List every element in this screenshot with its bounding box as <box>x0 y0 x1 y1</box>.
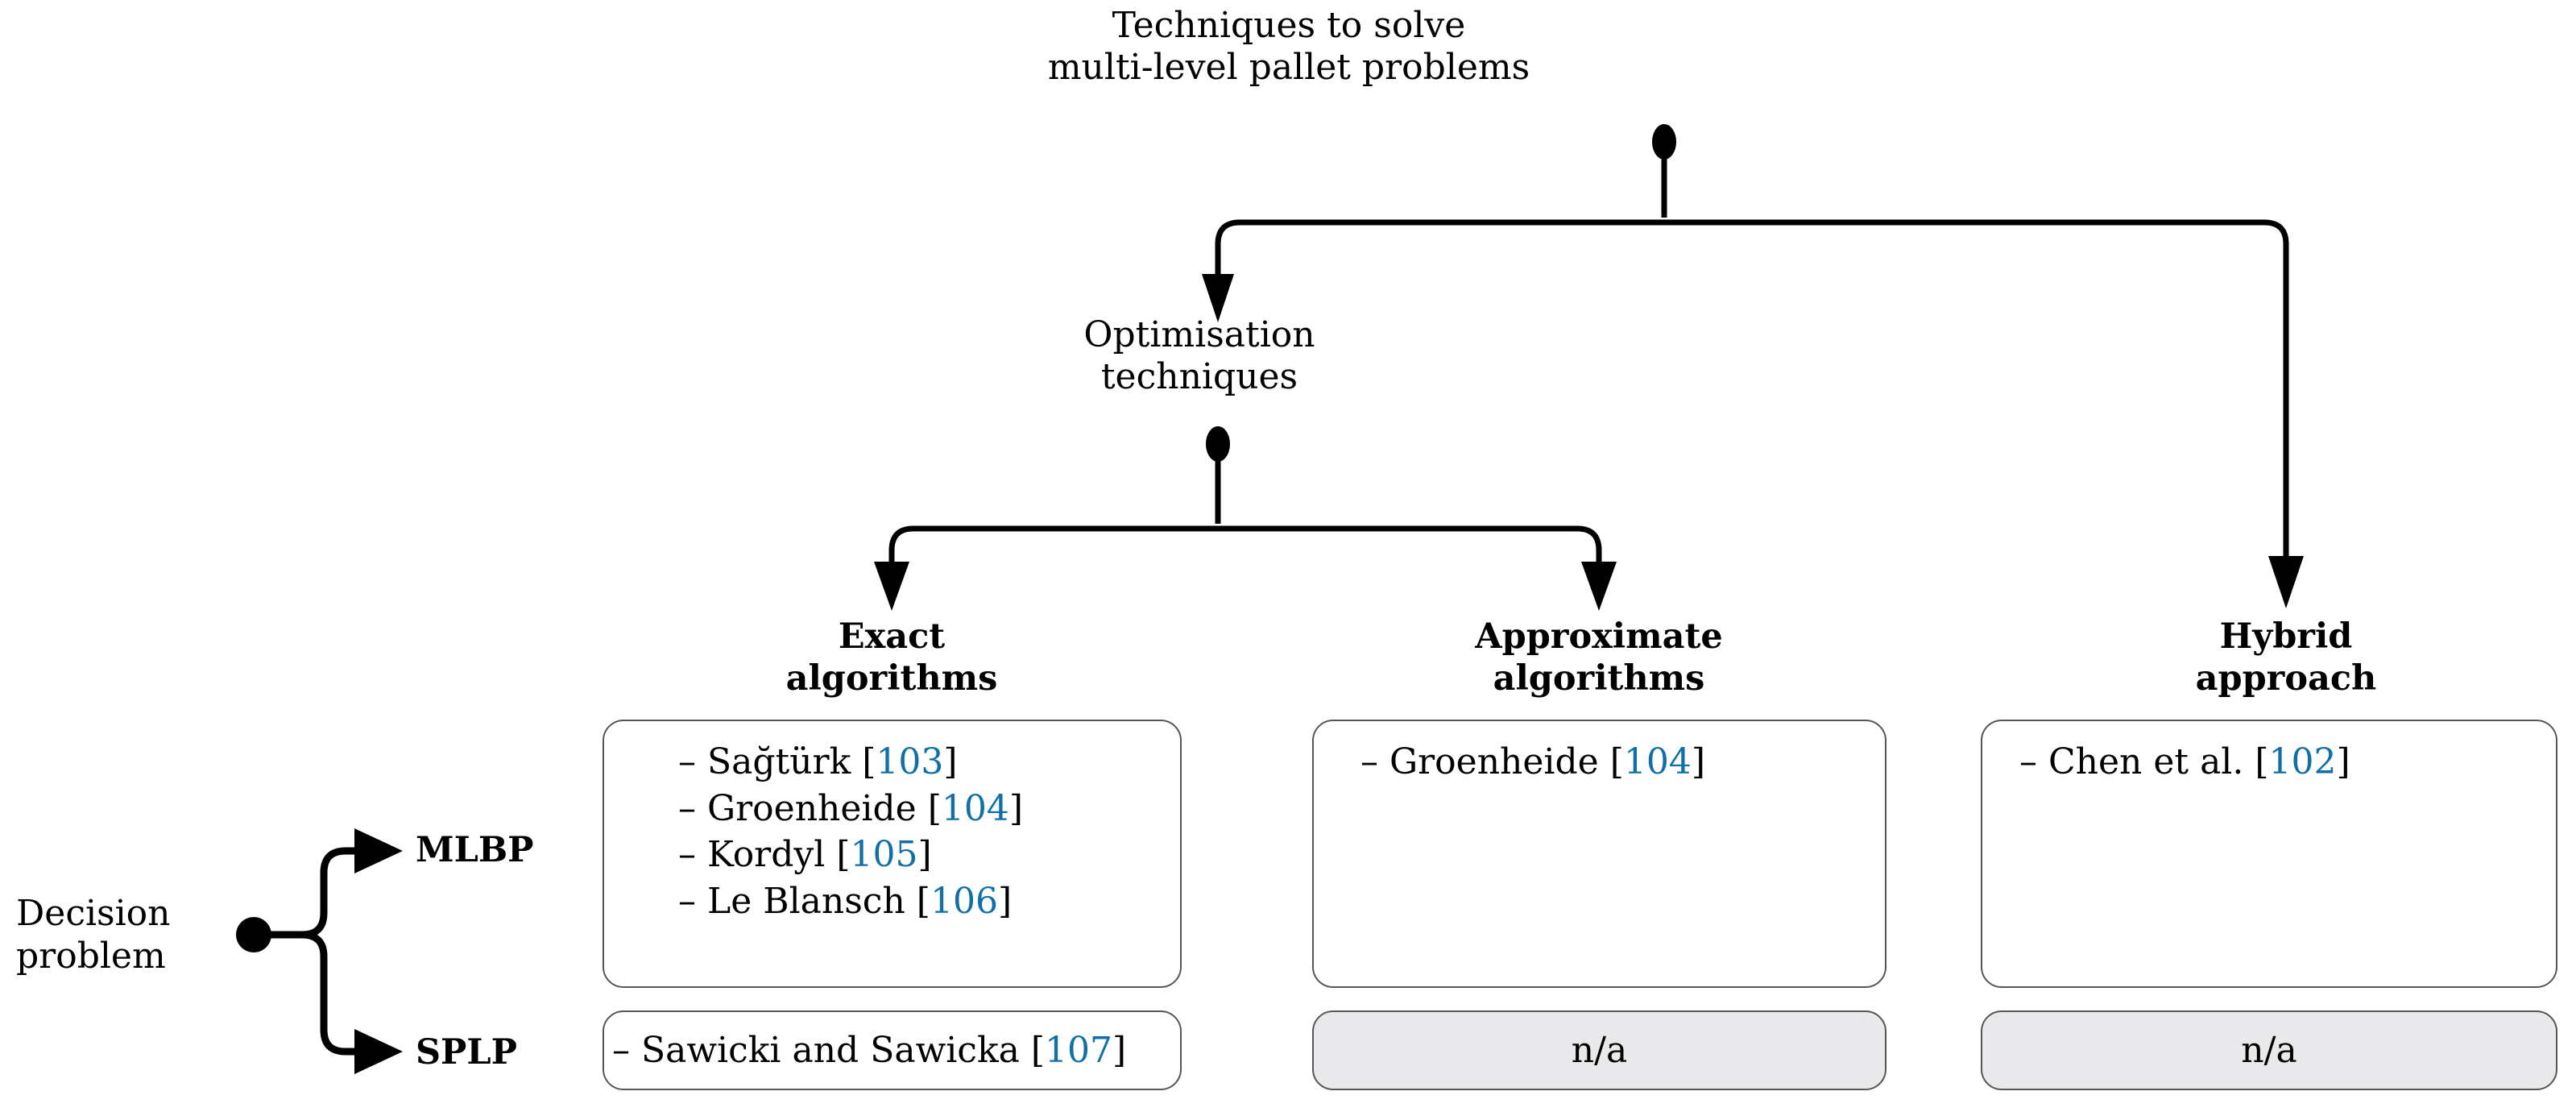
list-item: – Le Blansch [106] <box>678 878 1254 925</box>
na-label: n/a <box>2241 1030 2297 1071</box>
optimisation-node-label: Optimisation techniques <box>1083 314 1315 397</box>
card-splp-exact: – Sawicki and Sawicka [107] <box>603 1010 1182 1090</box>
optimisation-bus-left <box>888 525 1221 566</box>
arrow-to-approximate <box>1581 562 1617 611</box>
arrow-to-mlbp <box>354 828 403 873</box>
optimisation-bus-right <box>1215 525 1602 566</box>
card-mlbp-approximate: – Groenheide [104] <box>1312 720 1886 988</box>
bracket-open: [ <box>862 741 876 782</box>
card-splp-approximate: n/a <box>1312 1010 1886 1090</box>
reference-list-mlbp-approximate: – Groenheide [104] <box>1314 721 1932 786</box>
branch-label-mlbp: MLBP <box>416 830 534 870</box>
card-splp-hybrid: n/a <box>1981 1010 2557 1090</box>
item-dash: – <box>678 880 696 922</box>
column-heading-exact: Exact algorithms <box>785 616 998 699</box>
item-name: Chen et al. <box>2048 741 2244 782</box>
bracket-open: [ <box>2255 741 2269 782</box>
na-label: n/a <box>1571 1030 1628 1071</box>
item-dash: – <box>678 834 696 876</box>
item-name: Sağtürk <box>707 741 851 782</box>
list-item: – Groenheide [104] <box>678 786 1254 832</box>
column-heading-hybrid: Hybrid approach <box>2195 616 2377 699</box>
citation-ref[interactable]: 103 <box>876 741 944 782</box>
arrow-to-exact <box>874 562 909 611</box>
bracket-close: ] <box>943 741 958 782</box>
item-dash: – <box>1360 741 1378 782</box>
item-name: Sawicki and Sawicka <box>641 1030 1020 1071</box>
splp-exact-entry: – Sawicki and Sawicka [107] <box>612 1030 1126 1071</box>
bracket-open: [ <box>916 880 930 922</box>
reference-list-mlbp-hybrid: – Chen et al. [102] <box>1982 721 2576 786</box>
column-heading-approximate: Approximate algorithms <box>1475 616 1723 699</box>
bracket-open: [ <box>927 787 942 829</box>
list-item: – Sağtürk [103] <box>678 739 1254 786</box>
decision-branch-mlbp <box>262 847 358 939</box>
bracket-close: ] <box>2336 741 2350 782</box>
item-name: Groenheide <box>1389 741 1599 782</box>
branch-label-splp: SPLP <box>416 1032 517 1073</box>
item-name: Groenheide <box>707 787 917 829</box>
arrow-to-splp <box>354 1029 403 1074</box>
bracket-open: [ <box>1030 1030 1046 1071</box>
arrow-to-hybrid <box>2268 556 2304 608</box>
citation-ref[interactable]: 104 <box>1623 741 1692 782</box>
optimisation-junction-dot <box>1206 426 1230 462</box>
item-dash: – <box>2019 741 2037 782</box>
citation-ref[interactable]: 105 <box>850 834 918 876</box>
reference-list-mlbp-exact: – Sağtürk [103] – Groenheide [104] – Kor… <box>604 721 1254 925</box>
item-dash: – <box>678 741 696 782</box>
list-item: – Kordyl [105] <box>678 832 1254 878</box>
card-mlbp-exact: – Sağtürk [103] – Groenheide [104] – Kor… <box>603 720 1182 988</box>
root-junction-dot <box>1652 124 1676 160</box>
item-name: Le Blansch <box>707 880 905 922</box>
citation-ref[interactable]: 106 <box>930 880 998 922</box>
root-node-label: Techniques to solve multi-level pallet p… <box>1047 5 1530 88</box>
root-bus-left <box>1215 219 1667 277</box>
bracket-close: ] <box>997 880 1013 922</box>
item-name: Kordyl <box>707 834 826 876</box>
bracket-close: ] <box>1112 1030 1127 1071</box>
citation-ref[interactable]: 102 <box>2268 741 2337 782</box>
item-dash: – <box>612 1030 630 1071</box>
citation-ref[interactable]: 107 <box>1045 1030 1112 1071</box>
item-dash: – <box>678 787 696 829</box>
decision-problem-label: Decision problem <box>16 893 171 977</box>
root-bus-right <box>1661 219 2289 559</box>
decision-branch-splp <box>262 931 358 1056</box>
bracket-close: ] <box>917 834 932 876</box>
bracket-close: ] <box>1691 741 1706 782</box>
list-item: – Chen et al. [102] <box>2019 739 2576 786</box>
bracket-close: ] <box>1008 787 1024 829</box>
bracket-open: [ <box>836 834 851 876</box>
citation-ref[interactable]: 104 <box>941 787 1009 829</box>
bracket-open: [ <box>1609 741 1624 782</box>
card-mlbp-hybrid: – Chen et al. [102] <box>1981 720 2557 988</box>
list-item: – Groenheide [104] <box>1360 739 1932 786</box>
